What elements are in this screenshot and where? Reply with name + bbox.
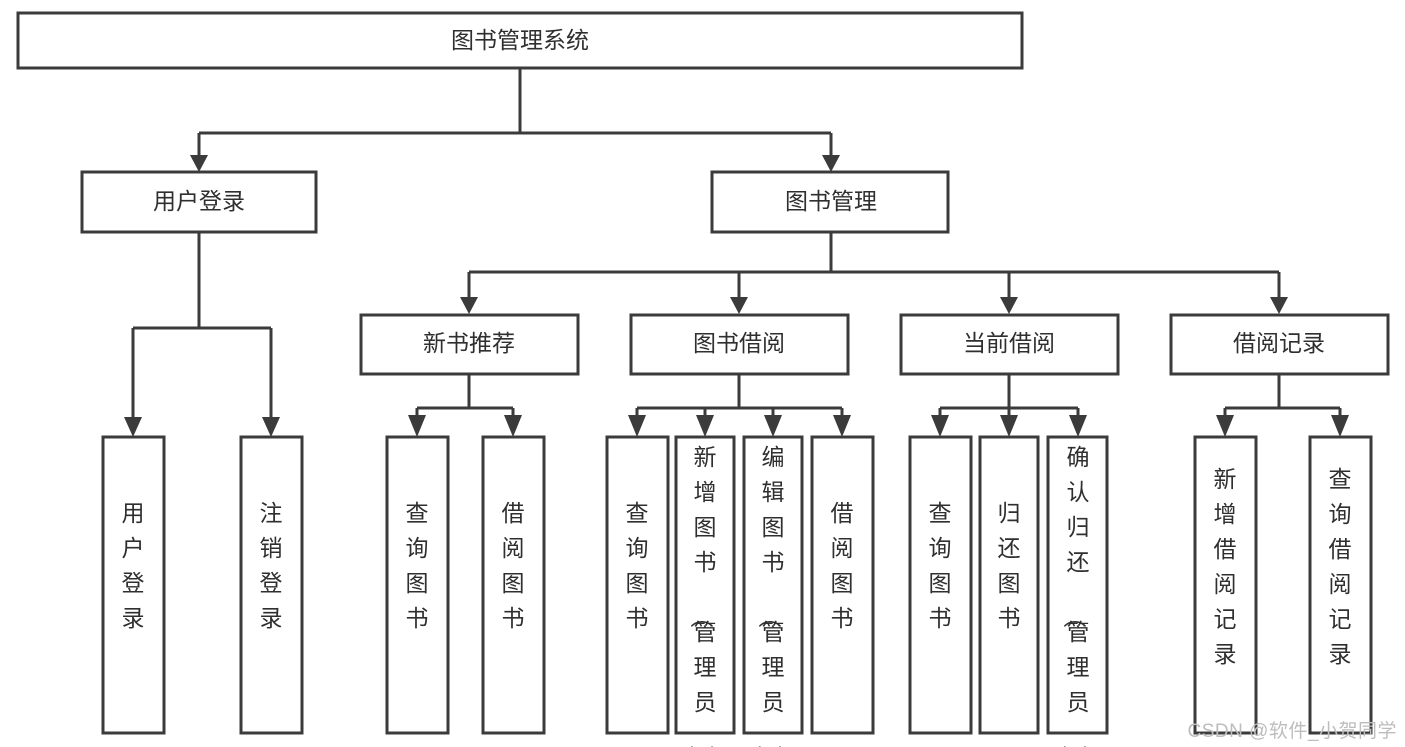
arrowhead-bookborrow-lend xyxy=(833,415,851,437)
arrowhead-currentborrow-confirm xyxy=(1069,415,1087,437)
leaf-bookborrow-query-book-box xyxy=(605,435,670,735)
leaf-bookborrow-add-book-admin-label: 新增图书（管理员） xyxy=(689,444,717,747)
leaf-newbook-borrow-book[interactable]: 借阅图书 xyxy=(481,435,546,735)
node-book-borrow-label: 图书借阅 xyxy=(693,330,785,356)
node-current-borrow[interactable]: 当前借阅 xyxy=(899,313,1120,376)
leaf-bookborrow-query-book[interactable]: 查询图书 xyxy=(605,435,670,735)
arrowhead-newbook-borrow xyxy=(504,415,522,437)
connector-layer xyxy=(124,68,1349,437)
leaf-bookborrow-lend-book-box xyxy=(810,435,875,735)
node-book-management-box xyxy=(710,170,950,234)
node-current-borrow-box xyxy=(899,313,1120,376)
node-book-management[interactable]: 图书管理 xyxy=(710,170,950,234)
arrowhead-leaf-user-login xyxy=(124,417,142,437)
node-new-book-recommend-label: 新书推荐 xyxy=(423,330,515,356)
arrowhead-currentborrow-query xyxy=(931,415,949,437)
node-book-borrow-box xyxy=(629,313,850,376)
node-root-box xyxy=(16,11,1024,70)
leaf-newbook-query-book[interactable]: 查询图书 xyxy=(385,435,450,735)
leaf-user-login-signout-box xyxy=(239,435,304,735)
leaf-bookborrow-lend-book-label: 借阅图书 xyxy=(831,500,854,631)
arrowhead-bookborrow-add xyxy=(696,415,714,437)
arrowhead-book-borrow xyxy=(730,297,748,314)
leaf-currentborrow-confirm-return-admin-label: 确认归还（管理员） xyxy=(1062,444,1090,747)
node-user-login-box xyxy=(80,170,318,234)
arrowhead-new-book-recommend xyxy=(460,297,478,314)
leaf-borrowrecord-query-record-label: 查询借阅记录 xyxy=(1329,466,1352,667)
leaf-newbook-query-book-label: 查询图书 xyxy=(406,500,429,631)
leaf-borrowrecord-add-record-box xyxy=(1193,435,1258,735)
node-root-system[interactable]: 图书管理系统 xyxy=(16,11,1024,70)
leaf-newbook-query-book-box xyxy=(385,435,450,735)
node-borrow-record-label: 借阅记录 xyxy=(1233,330,1325,356)
arrowhead-borrowrecord-query xyxy=(1331,415,1349,437)
leaf-bookborrow-query-book-label: 查询图书 xyxy=(626,500,649,631)
arrowhead-borrow-record xyxy=(1270,297,1288,314)
arrowhead-bookborrow-query xyxy=(628,415,646,437)
arrowhead-newbook-query xyxy=(408,415,426,437)
node-user-login-label: 用户登录 xyxy=(153,188,245,214)
leaf-currentborrow-return-book[interactable]: 归还图书 xyxy=(978,435,1040,735)
arrowhead-borrowrecord-add xyxy=(1216,415,1234,437)
arrowhead-currentborrow-return xyxy=(1000,415,1018,437)
node-new-book-recommend-box xyxy=(359,313,580,376)
node-root-label: 图书管理系统 xyxy=(451,27,589,53)
leaf-currentborrow-return-book-box xyxy=(978,435,1040,735)
leaf-user-login-signout-label: 注销登录 xyxy=(260,500,283,631)
leaf-bookborrow-edit-book-admin[interactable]: 编辑图书（管理员） xyxy=(742,435,804,747)
leaf-currentborrow-return-book-label: 归还图书 xyxy=(998,500,1021,631)
leaf-currentborrow-confirm-return-admin-box xyxy=(1046,435,1109,735)
leaf-bookborrow-lend-book[interactable]: 借阅图书 xyxy=(810,435,875,735)
arrowhead-leaf-logout xyxy=(262,417,280,437)
leaf-currentborrow-query-book-box xyxy=(908,435,973,735)
leaf-bookborrow-edit-book-admin-box xyxy=(742,435,804,735)
leaf-borrowrecord-add-record-label: 新增借阅记录 xyxy=(1214,466,1237,667)
leaf-user-login-signin-box xyxy=(101,435,166,735)
arrowhead-current-borrow xyxy=(1000,297,1018,314)
leaf-currentborrow-confirm-return-admin[interactable]: 确认归还（管理员） xyxy=(1046,435,1109,747)
leaf-user-login-signin-label: 用户登录 xyxy=(122,500,145,631)
node-borrow-record-box xyxy=(1169,313,1390,376)
node-new-book-recommend[interactable]: 新书推荐 xyxy=(359,313,580,376)
leaf-borrowrecord-add-record[interactable]: 新增借阅记录 xyxy=(1193,435,1258,735)
leaf-currentborrow-query-book[interactable]: 查询图书 xyxy=(908,435,973,735)
leaf-borrowrecord-query-record[interactable]: 查询借阅记录 xyxy=(1308,435,1373,735)
leaf-newbook-borrow-book-box xyxy=(481,435,546,735)
node-book-borrow[interactable]: 图书借阅 xyxy=(629,313,850,376)
arrowhead-user-login xyxy=(190,155,208,172)
csdn-watermark: CSDN @软件_小贺同学 xyxy=(1187,721,1397,742)
node-book-management-label: 图书管理 xyxy=(785,188,877,214)
leaf-bookborrow-edit-book-admin-label: 编辑图书（管理员） xyxy=(757,444,785,747)
leaf-user-login-signin[interactable]: 用户登录 xyxy=(101,435,166,735)
leaf-currentborrow-query-book-label: 查询图书 xyxy=(929,500,952,631)
arrowhead-bookborrow-edit xyxy=(764,415,782,437)
leaf-bookborrow-add-book-admin[interactable]: 新增图书（管理员） xyxy=(674,435,736,747)
node-borrow-record[interactable]: 借阅记录 xyxy=(1169,313,1390,376)
node-current-borrow-label: 当前借阅 xyxy=(963,330,1055,356)
node-user-login[interactable]: 用户登录 xyxy=(80,170,318,234)
leaf-borrowrecord-query-record-box xyxy=(1308,435,1373,735)
leaf-user-login-signout[interactable]: 注销登录 xyxy=(239,435,304,735)
leaf-newbook-borrow-book-label: 借阅图书 xyxy=(502,500,525,631)
leaf-bookborrow-add-book-admin-box xyxy=(674,435,736,735)
arrowhead-book-mgmt xyxy=(822,155,840,172)
